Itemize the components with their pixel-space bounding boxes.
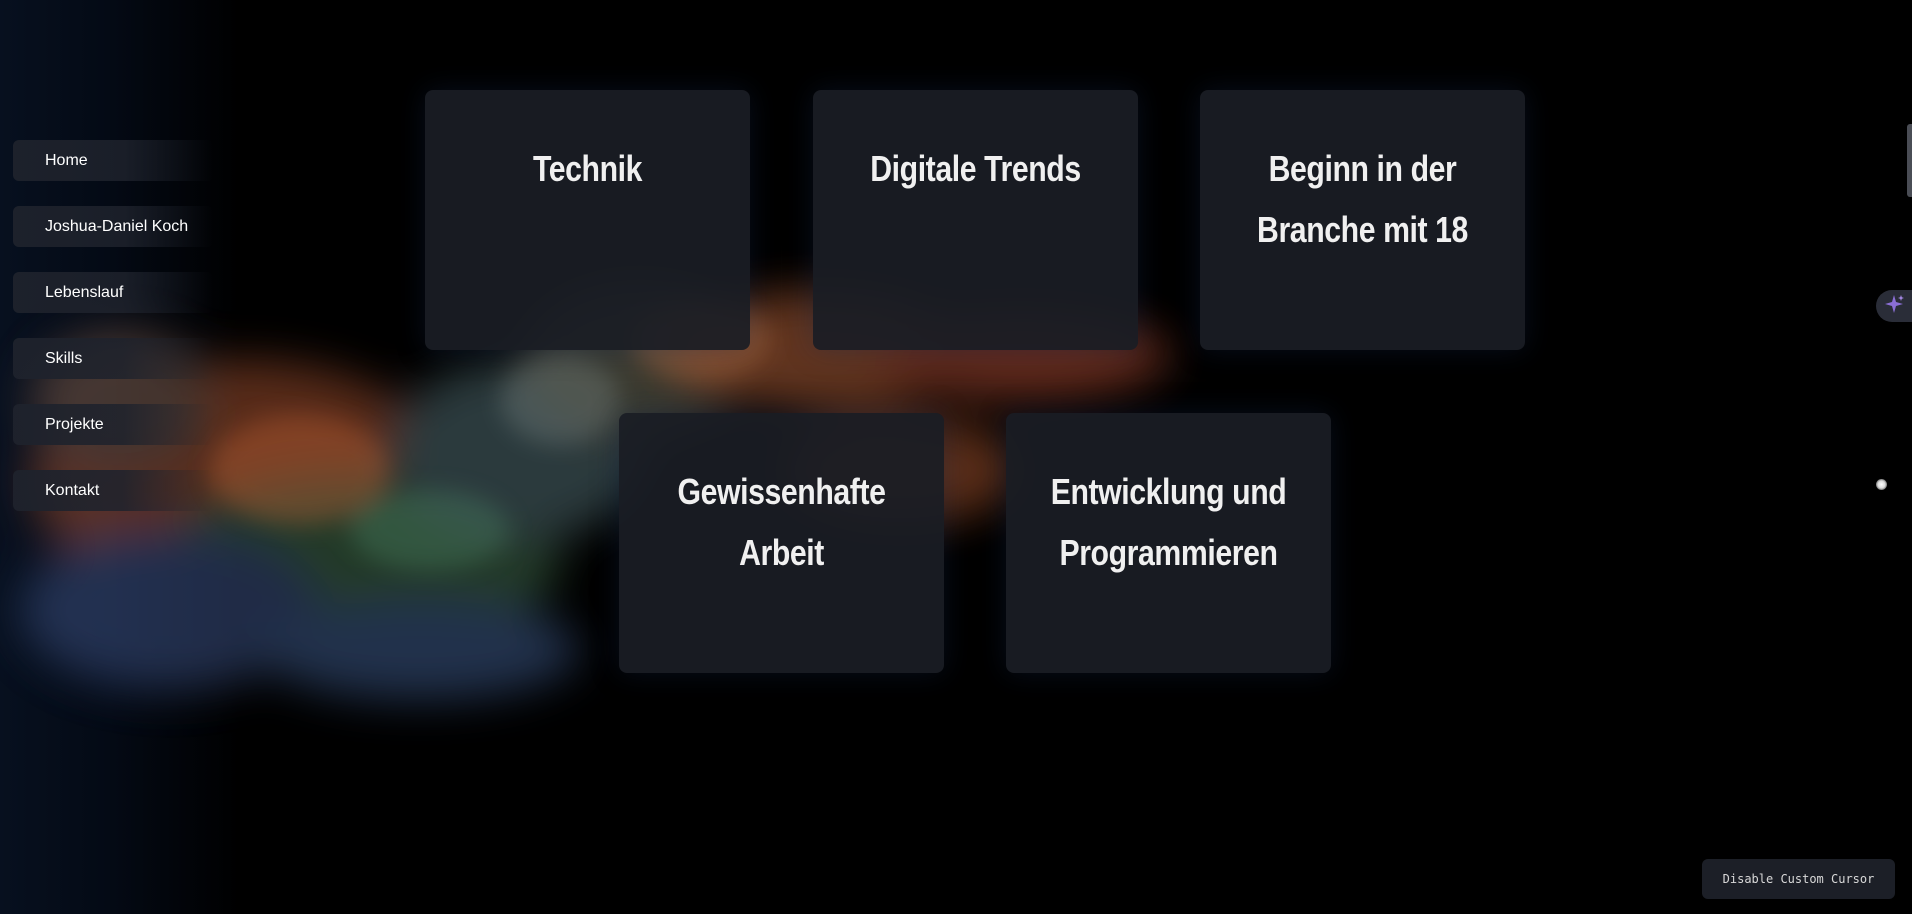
card-title: Technik [532,148,643,189]
sidebar-item-projekte[interactable]: Projekte [13,404,213,445]
card-digitale-trends[interactable]: Digitale Trends [813,90,1138,350]
sidebar-item-label: Lebenslauf [45,283,124,301]
disable-custom-cursor-button[interactable]: Disable Custom Cursor [1702,859,1895,899]
card-beginn-in-der-branche[interactable]: Beginn in der Branche mit 18 [1200,90,1525,350]
sidebar-item-label: Kontakt [45,481,100,499]
custom-cursor-dot [1876,479,1887,490]
disable-custom-cursor-label: Disable Custom Cursor [1722,872,1875,886]
sidebar-item-lebenslauf[interactable]: Lebenslauf [13,272,213,313]
sidebar-item-kontakt[interactable]: Kontakt [13,470,213,511]
sidebar-item-home[interactable]: Home [13,140,213,181]
sparkle-icon [1883,293,1905,320]
card-title: Gewissenhafte Arbeit [677,471,886,573]
sidebar-item-label: Projekte [45,415,104,433]
card-title: Digitale Trends [870,148,1081,189]
sidebar-nav: Home Joshua-Daniel Koch Lebenslauf Skill… [13,140,213,536]
card-technik[interactable]: Technik [425,90,750,350]
sidebar-item-label: Skills [45,349,83,367]
sidebar-item-label: Joshua-Daniel Koch [45,217,189,235]
sidebar-item-skills[interactable]: Skills [13,338,213,379]
card-gewissenhafte-arbeit[interactable]: Gewissenhafte Arbeit [619,413,944,673]
sidebar-item-joshua-daniel-koch[interactable]: Joshua-Daniel Koch [13,206,213,247]
scrollbar-thumb[interactable] [1907,124,1912,197]
card-title: Beginn in der Branche mit 18 [1257,148,1468,250]
card-entwicklung-und-programmieren[interactable]: Entwicklung und Programmieren [1006,413,1331,673]
ai-assistant-tab[interactable] [1876,290,1912,322]
sidebar-item-label: Home [45,151,88,169]
card-title: Entwicklung und Programmieren [1050,471,1287,573]
